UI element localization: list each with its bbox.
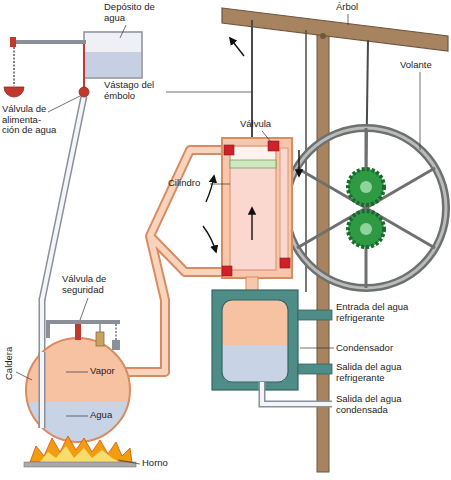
lever-end xyxy=(10,37,16,47)
part-label: Salida del agua refrigerante xyxy=(336,362,448,383)
leader-line xyxy=(118,460,140,464)
leader-line xyxy=(66,372,88,373)
feed-pipe-bore xyxy=(40,298,44,428)
coolant-outlet xyxy=(298,364,332,374)
weight-hanger xyxy=(100,324,101,332)
water-tank xyxy=(84,32,142,78)
tank-water xyxy=(85,52,141,77)
condenser-steam xyxy=(222,300,288,382)
condenser-vessel xyxy=(222,300,288,382)
piston xyxy=(230,160,276,168)
gear-hub xyxy=(360,223,372,235)
planet-gear xyxy=(348,169,384,205)
flywheel-rim xyxy=(286,128,446,288)
leader-line xyxy=(348,14,349,25)
furnace-flame-core xyxy=(40,446,120,462)
boiler-steam xyxy=(26,338,130,442)
part-label: Caldera xyxy=(4,347,15,380)
feed-lever xyxy=(12,40,86,44)
part-label: Condensador xyxy=(336,343,448,354)
flow-arrow xyxy=(298,150,299,176)
sun-gear xyxy=(348,211,384,247)
coolant-inlet xyxy=(298,310,332,320)
safety-weight xyxy=(96,332,104,346)
steam-pipe xyxy=(125,150,224,372)
leader-line xyxy=(262,131,271,142)
leader-line xyxy=(166,92,251,93)
safety-lever xyxy=(46,320,120,324)
motion-arrow xyxy=(230,38,244,56)
feed-pipe xyxy=(39,352,46,428)
part-label: Vástago del émbolo xyxy=(104,80,166,101)
part-label: Válvula de alimenta- ción de agua xyxy=(2,104,58,136)
valve xyxy=(280,258,290,268)
part-label: Entrada del agua refrigerante xyxy=(336,302,448,323)
part-label: Vapor xyxy=(90,366,130,377)
valve xyxy=(268,141,279,151)
leader-line xyxy=(16,372,32,380)
part-label: Válvula xyxy=(240,119,290,130)
counterweight xyxy=(4,87,24,97)
flywheel-rim-highlight xyxy=(286,128,446,288)
leader-line xyxy=(420,72,421,150)
safety-weight xyxy=(112,340,120,350)
part-label: Depósito de agua xyxy=(104,2,170,23)
flow-arrow xyxy=(251,208,252,240)
furnace-flame xyxy=(30,436,132,462)
condensate-pipe-bore xyxy=(262,382,332,404)
feed-pipe xyxy=(39,298,46,428)
cylinder-bore xyxy=(230,146,276,270)
steam-passage xyxy=(280,148,288,266)
furnace-grate xyxy=(24,462,136,467)
leader-line xyxy=(80,298,88,320)
valve-rod xyxy=(83,44,85,88)
leader-line xyxy=(66,416,88,417)
part-label: Horno xyxy=(142,458,182,469)
leader-line xyxy=(210,184,230,185)
leader-line xyxy=(300,348,334,349)
part-label: Agua xyxy=(90,410,130,421)
leader-line xyxy=(48,96,80,112)
flow-arrow xyxy=(203,226,216,252)
part-label: Salida del agua condensada xyxy=(336,394,448,415)
cylinder-jacket xyxy=(222,138,292,278)
feed-valve xyxy=(79,87,89,97)
boiler-shell xyxy=(26,338,130,442)
condensate-pipe xyxy=(262,382,332,404)
lever-pivot xyxy=(46,320,50,338)
part-label: Volante xyxy=(400,60,450,71)
flow-arrow xyxy=(206,176,214,202)
valve xyxy=(224,145,234,155)
part-label: Válvula de seguridad xyxy=(62,274,128,295)
steam-pipe-bore xyxy=(125,150,224,372)
weight-chain xyxy=(115,324,116,340)
valve xyxy=(222,266,232,276)
part-label: Árbol xyxy=(336,2,376,13)
gear-hub xyxy=(360,181,372,193)
safety-valve-stem xyxy=(75,324,81,340)
leader-line xyxy=(120,25,126,38)
condenser-water xyxy=(222,345,288,382)
feed-pipe-bore xyxy=(40,352,44,428)
condenser-tank xyxy=(212,290,298,390)
beam xyxy=(222,8,448,51)
lever-chain xyxy=(13,47,15,86)
part-label: Cilindro xyxy=(168,178,212,189)
beam-pivot xyxy=(320,33,326,39)
